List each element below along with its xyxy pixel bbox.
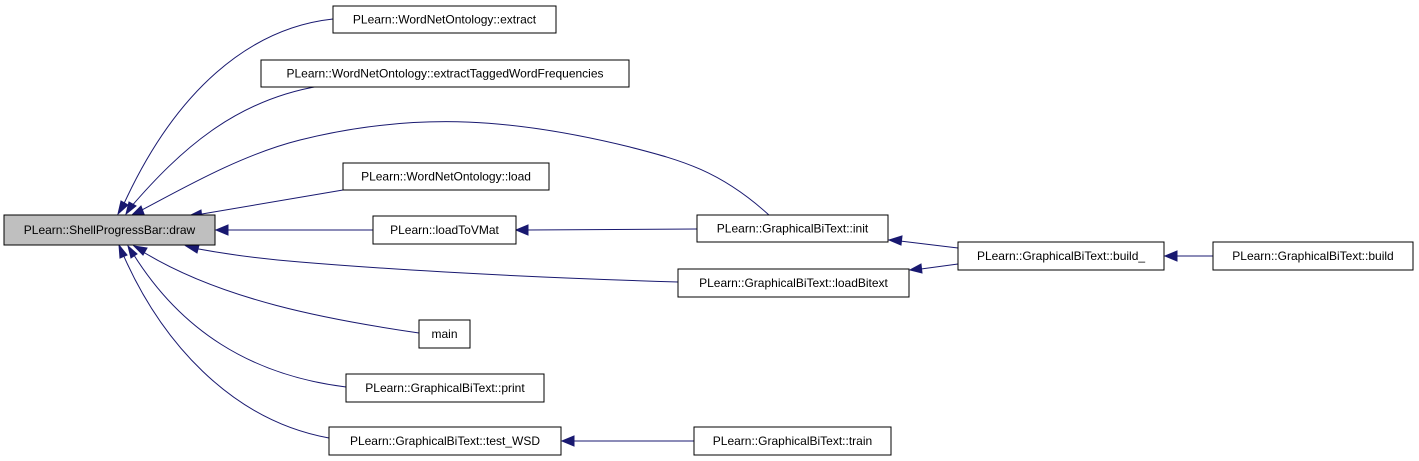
edge-testwsd-to-draw [118,243,330,439]
edge-build-to-build_ [1163,250,1213,262]
node-label: PLearn::GraphicalBiText::build [1232,249,1393,263]
node-label: PLearn::WordNetOntology::extractTaggedWo… [286,67,603,81]
node-label: PLearn::WordNetOntology::load [361,170,531,184]
edge-loadtovmat-to-draw [214,224,373,236]
node-main[interactable]: main [418,319,471,349]
node-graphicalbitext-loadbitext[interactable]: PLearn::GraphicalBiText::loadBitext [677,268,910,298]
node-shellprogressbar-draw[interactable]: PLearn::ShellProgressBar::draw [3,214,216,246]
node-graphicalbitext-test-wsd[interactable]: PLearn::GraphicalBiText::test_WSD [328,426,562,456]
node-label: PLearn::ShellProgressBar::draw [24,223,196,237]
node-label: PLearn::WordNetOntology::extract [353,13,537,27]
node-wordnetontology-extract[interactable]: PLearn::WordNetOntology::extract [332,5,557,34]
edge-init-to-loadtovmat [514,224,698,236]
node-graphicalbitext-init[interactable]: PLearn::GraphicalBiText::init [696,214,889,243]
node-label: PLearn::GraphicalBiText::print [365,381,525,395]
edge-extracttagged-to-draw [125,85,321,216]
node-label: PLearn::GraphicalBiText::build_ [977,249,1145,263]
edge-extract-to-draw [117,18,334,216]
node-graphicalbitext-train[interactable]: PLearn::GraphicalBiText::train [693,426,892,456]
node-label: PLearn::GraphicalBiText::loadBitext [699,276,888,290]
node-label: main [431,327,457,341]
node-graphicalbitext-build_[interactable]: PLearn::GraphicalBiText::build_ [957,241,1165,271]
node-wordnetontology-extracttaggedwordfrequencies[interactable]: PLearn::WordNetOntology::extractTaggedWo… [260,59,630,88]
edge-loadbitext-to-draw [184,244,679,283]
node-graphicalbitext-print[interactable]: PLearn::GraphicalBiText::print [345,373,545,403]
node-label: PLearn::GraphicalBiText::test_WSD [350,434,540,448]
nodes: PLearn::ShellProgressBar::draw PLearn::W… [3,5,1414,456]
edge-print-to-draw [127,244,347,388]
node-wordnetontology-load[interactable]: PLearn::WordNetOntology::load [342,162,550,191]
edge-train-to-testwsd [560,435,694,447]
edge-main-to-draw [132,245,420,334]
edge-build_-to-loadbitext [908,263,959,274]
node-graphicalbitext-build[interactable]: PLearn::GraphicalBiText::build [1212,241,1414,271]
node-label: PLearn::loadToVMat [390,223,499,237]
edge-build_-to-init [887,235,959,249]
node-label: PLearn::GraphicalBiText::train [713,434,872,448]
node-label: PLearn::GraphicalBiText::init [717,222,869,236]
node-loadtovmat[interactable]: PLearn::loadToVMat [372,215,517,245]
